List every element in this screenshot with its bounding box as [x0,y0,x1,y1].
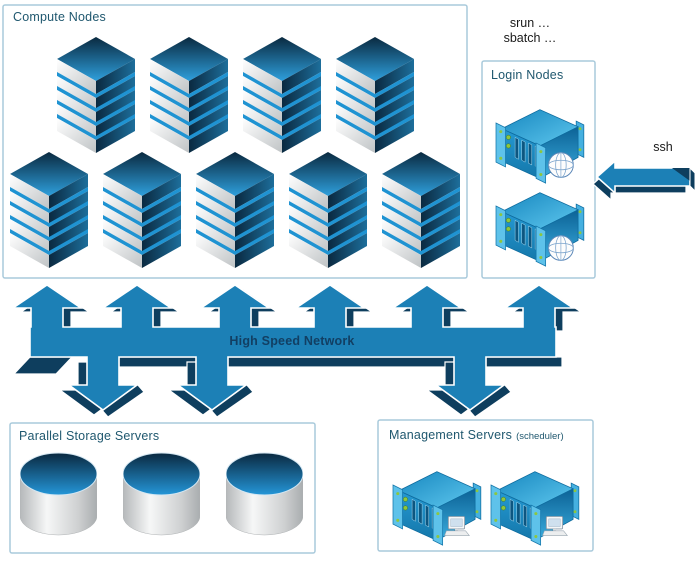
storage-disk-icon [20,452,97,536]
storage-label: Parallel Storage Servers [19,429,159,443]
high-speed-network-label: High Speed Network [229,334,354,348]
network-shadow [118,356,563,368]
compute-node-stack-icon [382,152,460,268]
compute-node-stack-icon [243,37,321,153]
network-arrows [10,284,576,411]
login-nodes-label: Login Nodes [491,68,563,82]
compute-node-stack-icon [196,152,274,268]
compute-node-stack-icon [150,37,228,153]
compute-node-stack-icon [103,152,181,268]
management-label: Management Servers (scheduler) [389,428,564,442]
srun-label: srun … [510,16,550,30]
compute-node-stack-icon [336,37,414,153]
ssh-arrow-fold [672,168,690,181]
ssh-arrow-end [689,166,696,193]
compute-node-stack-icon [57,37,135,153]
compute-node-stack-icon [10,152,88,268]
compute-nodes-label: Compute Nodes [13,10,106,24]
management-sublabel: (scheduler) [516,431,564,442]
sbatch-label: sbatch … [504,31,557,45]
ssh-label: ssh [653,140,673,154]
storage-disk-icon [226,452,303,536]
compute-node-stack-icon [289,152,367,268]
management-label-main: Management Servers [389,428,512,442]
network-shadow [12,356,74,375]
ssh-arrow-icon [592,159,696,202]
high-speed-network: High Speed Network [10,284,583,418]
storage-disk-icon [123,452,200,536]
